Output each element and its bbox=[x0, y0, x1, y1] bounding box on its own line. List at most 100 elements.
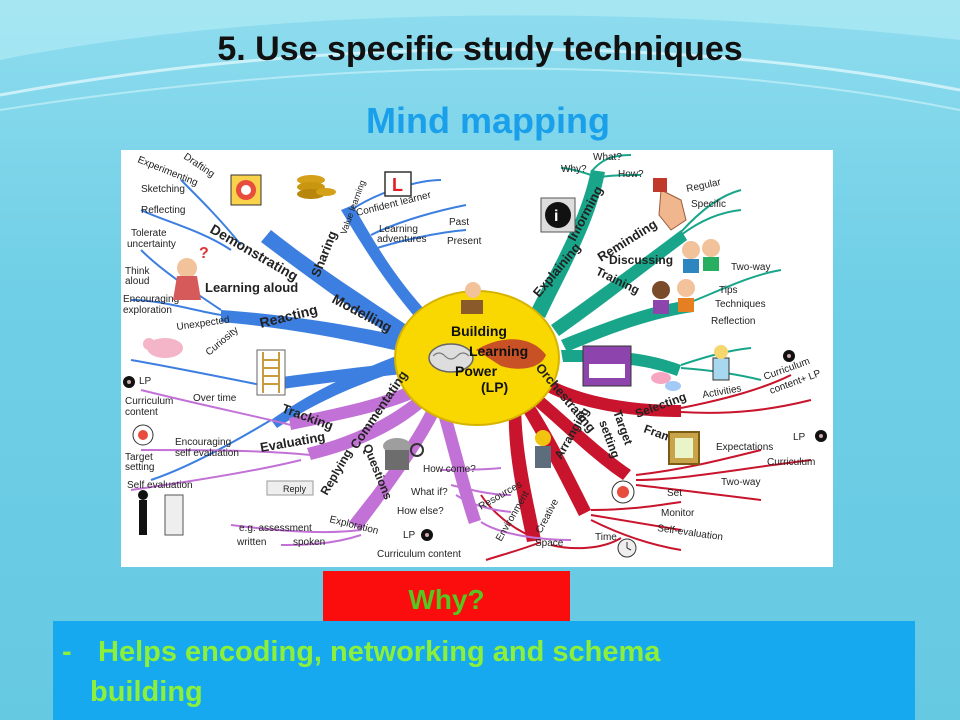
builder-icon bbox=[461, 300, 483, 314]
twig-label-reflecting: Reflecting bbox=[141, 205, 185, 216]
twig-label-over-time: Over time bbox=[193, 393, 237, 404]
reply-button-icon bbox=[266, 480, 314, 496]
twig-label-spoken: spoken bbox=[293, 537, 325, 548]
center-label-line3: Power bbox=[455, 363, 498, 379]
twig-label-monitor: Monitor bbox=[661, 508, 695, 519]
l-plate-icon: L bbox=[384, 171, 412, 197]
twig-label-set: Set bbox=[667, 488, 682, 499]
slide-subtitle: Mind mapping bbox=[366, 100, 610, 141]
twig-label-what-if: What if? bbox=[411, 487, 448, 498]
twig-label-time: Time bbox=[595, 532, 617, 543]
center-label-line1: Building bbox=[451, 323, 507, 339]
twig-label-curriculum-content-2: content bbox=[125, 407, 158, 418]
twig-label-encouraging-self-2: self evaluation bbox=[175, 448, 239, 459]
twig-label-encouraging-self-1: Encouraging bbox=[175, 437, 231, 448]
twig-label-past: Past bbox=[449, 217, 469, 228]
confused-person-icon: ? bbox=[173, 245, 209, 300]
twig-label-unexpected: Unexpected bbox=[176, 315, 230, 333]
reply-label: Reply bbox=[283, 484, 307, 494]
mirror-figure-icon bbox=[138, 490, 184, 536]
bullet-line-1: Helps encoding, networking and schema bbox=[98, 636, 661, 668]
twig-label-creative: Creative bbox=[534, 497, 561, 535]
sweets-icon bbox=[651, 372, 681, 391]
twig-label-sketching: Sketching bbox=[141, 184, 185, 195]
center-label-line2: Learning bbox=[469, 343, 528, 359]
svg-text:L: L bbox=[392, 175, 403, 195]
target-setting-icon bbox=[132, 424, 154, 446]
picture-frame-icon bbox=[668, 431, 700, 465]
twig-label-two-way: Two-way bbox=[731, 262, 770, 273]
bullet-text: -Helps encoding, networking and schema b… bbox=[62, 632, 892, 712]
twig-label-tips: Tips bbox=[719, 285, 738, 296]
branch-label-sharing: Sharing bbox=[308, 229, 340, 280]
training-people-icon bbox=[652, 279, 695, 314]
mind-map: Building Learning Power (LP) Demonstrati… bbox=[121, 150, 833, 567]
twig-label-lp-purple: LP bbox=[139, 376, 152, 387]
twig-label-self-evaluation: Self evaluation bbox=[127, 480, 193, 491]
why-label-box: Why? bbox=[323, 571, 570, 621]
disc-icon-framing bbox=[815, 430, 827, 442]
disc-icon-lp2 bbox=[421, 529, 433, 541]
branch-label-discussing: Discussing bbox=[609, 253, 673, 267]
twig-label-space: Space bbox=[535, 538, 564, 549]
coins-icon bbox=[297, 175, 336, 199]
twig-label-encouraging-2: exploration bbox=[123, 305, 172, 316]
pointing-hand-icon bbox=[653, 178, 687, 231]
brain-icon bbox=[428, 343, 474, 373]
flying-pig-icon bbox=[143, 338, 183, 358]
twig-label-two-way-red: Two-way bbox=[721, 477, 760, 488]
twig-label-think-2: aloud bbox=[125, 276, 149, 287]
disc-icon-curriculum bbox=[783, 350, 795, 362]
twig-label-reflection: Reflection bbox=[711, 316, 755, 327]
flower-vase-icon bbox=[535, 430, 551, 468]
twig-label-encouraging-1: Encouraging bbox=[123, 294, 179, 305]
twig-label-learning-adventures-2: adventures bbox=[377, 234, 426, 245]
twig-label-techniques: Techniques bbox=[715, 299, 766, 310]
twig-label-eg-assessment: e.g. assessment bbox=[239, 523, 312, 534]
twig-label-how: How? bbox=[618, 169, 644, 180]
twig-label-specific: Specific bbox=[691, 199, 726, 210]
twig-label-curriculum-content-1: Curriculum bbox=[125, 396, 173, 407]
twig-label-target-1: Target bbox=[125, 452, 153, 463]
piano-hands-icon bbox=[582, 345, 632, 387]
svg-text:i: i bbox=[554, 208, 558, 225]
bullet-box bbox=[53, 621, 915, 720]
target-red-icon bbox=[611, 480, 635, 504]
twig-label-what: What? bbox=[593, 152, 622, 163]
clock-icon bbox=[617, 538, 637, 558]
twig-label-curriculum-content: Curriculum content bbox=[377, 549, 461, 560]
discussing-people-icon bbox=[682, 239, 720, 273]
info-icon: i bbox=[540, 197, 576, 233]
slide-title: 5. Use specific study techniques bbox=[217, 30, 743, 68]
twig-label-think-1: Think bbox=[125, 266, 150, 277]
target-icon bbox=[230, 174, 262, 206]
twig-label-written: written bbox=[236, 537, 266, 548]
twig-label-target-2: setting bbox=[125, 462, 154, 473]
twig-label-lp-red: LP bbox=[793, 432, 806, 443]
twig-label-curiosity: Curiosity bbox=[204, 325, 241, 358]
detective-icon bbox=[383, 438, 424, 470]
disc-icon-lp bbox=[123, 376, 135, 388]
twig-label-why: Why? bbox=[561, 164, 587, 175]
twig-label-lp2: LP bbox=[403, 530, 416, 541]
twig-label-present: Present bbox=[447, 236, 482, 247]
bullet-line-2: building bbox=[90, 676, 203, 708]
mind-map-drawing: Building Learning Power (LP) Demonstrati… bbox=[123, 151, 827, 561]
twig-label-tolerate-1: Tolerate bbox=[131, 228, 167, 239]
twig-label-how-come: How come? bbox=[423, 464, 476, 475]
decorative-swoosh bbox=[0, 0, 960, 111]
twig-label-curriculum: Curriculum bbox=[767, 457, 815, 468]
twig-label-regular: Regular bbox=[685, 177, 722, 195]
twig-label-how-else: How else? bbox=[397, 506, 444, 517]
twig-label-self-evaluation-red: Self-evaluation bbox=[657, 523, 724, 543]
twig-label-learning-adventures-1: Learning bbox=[379, 224, 418, 235]
twig-label-expectations: Expectations bbox=[716, 442, 773, 453]
twig-label-tolerate-2: uncertainty bbox=[127, 239, 176, 250]
robot-icon bbox=[712, 345, 730, 381]
bullet-marker: - bbox=[62, 636, 72, 668]
svg-text:?: ? bbox=[199, 245, 209, 262]
center-label-line4: (LP) bbox=[481, 379, 508, 395]
branch-label-learning-aloud: Learning aloud bbox=[205, 280, 298, 295]
ladder-icon bbox=[256, 349, 286, 396]
